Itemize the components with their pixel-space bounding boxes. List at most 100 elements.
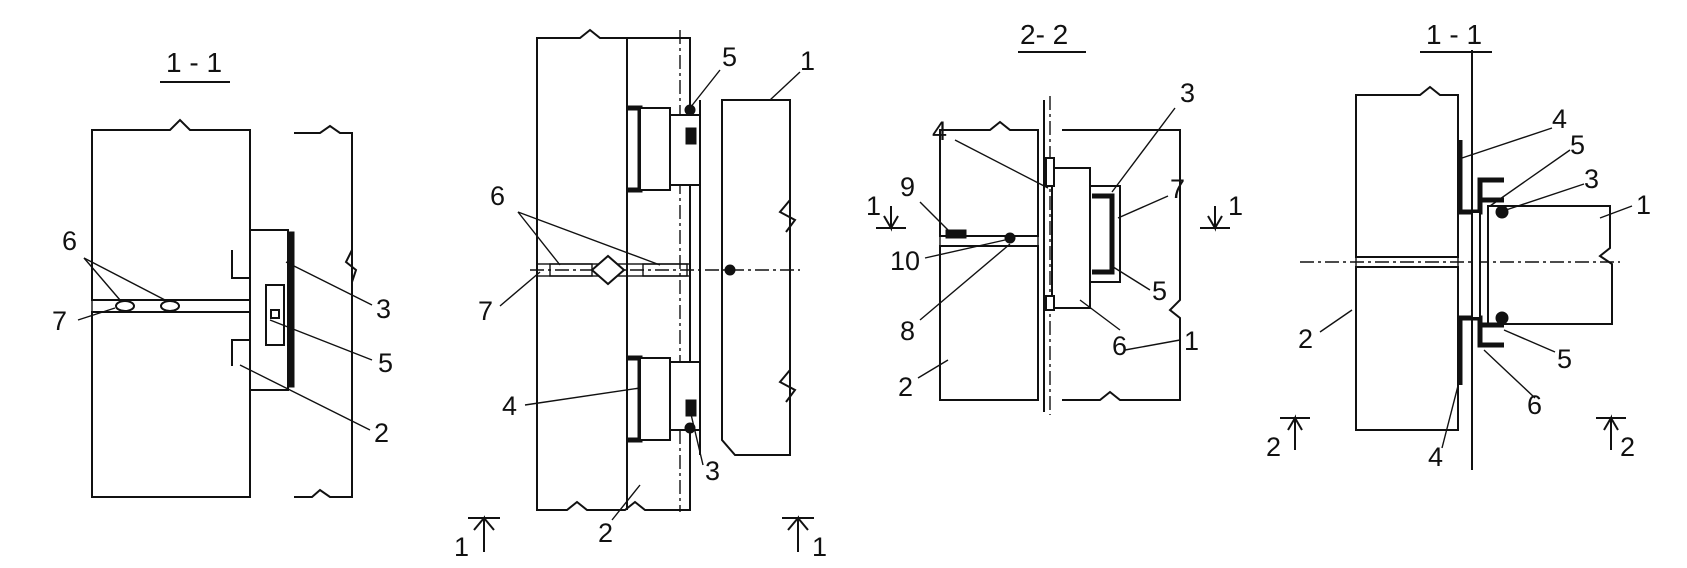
figure-2-panel-break-bottom — [778, 369, 797, 403]
figure-3-shim-bottom — [1045, 295, 1055, 311]
figure-3-seal-8 — [1004, 232, 1016, 244]
figure-2-label-2: 2 — [598, 518, 613, 548]
figure-2-label-1: 1 — [800, 46, 815, 76]
figure-4: 1 - 1 4 5 3 1 2 — [1266, 19, 1651, 472]
figure-3-leader-6 — [1079, 299, 1121, 331]
figure-1-label-7: 7 — [52, 306, 67, 336]
figure-1: 1 - 1 6 7 3 5 2 — [52, 47, 393, 498]
figure-1-sealant-bead-right — [160, 300, 180, 312]
figure-3-leader-7 — [1117, 195, 1169, 219]
figure-3-seal-9 — [945, 229, 967, 239]
figure-2-top-seal — [684, 104, 696, 116]
figure-2-bottom-bracket — [639, 357, 671, 441]
figure-2-label-3: 3 — [705, 456, 720, 486]
figure-3-label-9: 9 — [900, 172, 915, 202]
figure-4-leader-5-top — [1489, 149, 1571, 207]
figure-4-label-3: 3 — [1584, 164, 1599, 194]
figure-2-leader-6a — [517, 211, 561, 266]
figure-4-leader-2 — [1319, 309, 1353, 333]
figure-4-panel-1 — [1487, 205, 1613, 325]
figure-4-label-2: 2 — [1298, 324, 1313, 354]
figure-2-leader-5 — [689, 69, 721, 109]
figure-2-diamond-seal — [590, 254, 626, 286]
figure-3-leader-3 — [1111, 107, 1176, 193]
figure-3-leader-4 — [954, 139, 1049, 189]
figure-2-label-5: 5 — [722, 42, 737, 72]
figure-1-bracket-plate — [287, 231, 295, 388]
figure-1-upper-panel — [91, 118, 251, 301]
figure-1-label-5: 5 — [378, 348, 393, 378]
figure-3-leader-2 — [917, 359, 949, 379]
figure-4-lower-angle — [1457, 315, 1504, 385]
figure-2-top-bracket-flange — [627, 105, 643, 193]
figure-1-embedded-plate-lower — [231, 339, 250, 366]
figure-2-bottom-seal — [684, 422, 696, 434]
figure-3-shim-top — [1045, 157, 1055, 187]
figure-2-mortar-right — [642, 263, 688, 277]
figure-3-label-6: 6 — [1112, 331, 1127, 361]
figure-3-label-1: 1 — [1184, 326, 1199, 356]
figure-3-title: 2- 2 — [1020, 19, 1068, 50]
figure-3-label-10: 10 — [890, 246, 920, 276]
figure-1-break-line — [344, 249, 358, 283]
figure-1-leader-3 — [285, 261, 373, 306]
figure-2: 5 1 6 7 4 3 2 1 1 — [454, 28, 827, 562]
figure-3-cut-label-left: 1 — [866, 191, 881, 221]
figure-2-panel-1 — [721, 99, 791, 456]
figure-4-label-6: 6 — [1527, 390, 1542, 420]
figure-2-cut-arrow-left — [473, 515, 495, 552]
figure-2-label-7: 7 — [478, 296, 493, 326]
figure-2-bottom-bracket-flange — [627, 355, 643, 443]
figure-1-label-3: 3 — [376, 294, 391, 324]
figure-3-label-4: 4 — [932, 116, 947, 146]
figure-3-leader-8 — [919, 243, 1011, 321]
figure-3: 2- 2 3 4 9 7 10 — [866, 19, 1243, 415]
figure-3-label-5: 5 — [1152, 276, 1167, 306]
figure-4-cut-label-left: 2 — [1266, 432, 1281, 462]
figure-2-cut-label-left: 1 — [454, 532, 469, 562]
figure-3-label-3: 3 — [1180, 78, 1195, 108]
figure-4-label-1: 1 — [1636, 190, 1651, 220]
figure-1-title: 1 - 1 — [166, 47, 222, 78]
figure-1-bolt — [270, 309, 280, 319]
figure-4-leader-1 — [1599, 205, 1633, 219]
figure-2-column — [536, 28, 691, 511]
figure-2-leader-7 — [499, 271, 541, 307]
figure-3-label-2: 2 — [898, 372, 913, 402]
figure-2-leader-6b — [517, 211, 661, 266]
figure-2-top-bolt — [685, 127, 697, 145]
figure-2-cut-arrow-right — [787, 515, 809, 552]
figure-2-bottom-connector — [669, 361, 701, 431]
figure-2-leader-3 — [689, 409, 704, 466]
figure-1-leader-6b — [83, 257, 166, 301]
figure-1-label-6: 6 — [62, 226, 77, 256]
figure-3-adjacent-panel — [1062, 129, 1181, 401]
figure-4-leader-4-top — [1461, 127, 1553, 159]
figure-2-top-bracket — [639, 107, 671, 191]
figure-3-cut-arrow-left — [883, 206, 899, 232]
figure-3-leader-10 — [924, 239, 1006, 259]
figure-3-bracket-plate — [1051, 167, 1091, 309]
figure-4-label-5-bottom: 5 — [1557, 344, 1572, 374]
figure-1-leader-6a — [83, 257, 121, 301]
figure-1-leader-2 — [239, 364, 371, 431]
figure-4-strap — [1471, 211, 1481, 319]
figure-1-leader-7 — [77, 307, 116, 321]
figure-2-label-6: 6 — [490, 181, 505, 211]
figure-3-lower-panel — [939, 245, 1039, 401]
figure-1-adjacent-panel — [294, 124, 353, 498]
figure-4-seal-upper — [1495, 205, 1509, 219]
figure-4-title: 1 - 1 — [1426, 19, 1482, 50]
figure-3-upper-panel — [939, 120, 1039, 237]
figure-3-channel — [1092, 193, 1115, 275]
figure-1-label-2: 2 — [374, 418, 389, 448]
figure-1-leader-5 — [269, 319, 373, 361]
figure-2-panel-break-top — [778, 199, 797, 233]
figure-4-leader-4-bottom — [1441, 377, 1461, 449]
figure-4-lower-column — [1355, 266, 1459, 431]
figure-3-cut-label-right: 1 — [1228, 191, 1243, 221]
figure-2-label-4: 4 — [502, 391, 517, 421]
figure-1-embedded-plate-upper — [231, 250, 250, 279]
figure-2-leader-1 — [769, 71, 801, 101]
